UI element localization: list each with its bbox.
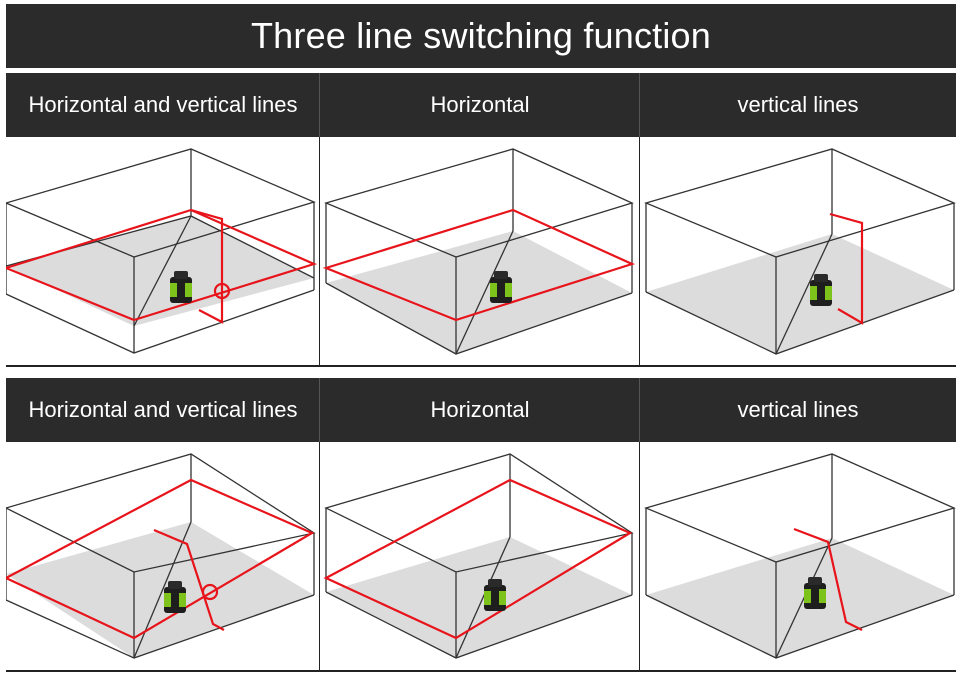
- panel-row-2: Horizontal and vertical lines Horizontal…: [6, 378, 956, 672]
- room-illustration-vertical: [640, 442, 956, 670]
- laser-level-device-icon: [164, 581, 186, 613]
- header-divider: [319, 378, 320, 442]
- cell-header-horizontal: Horizontal: [430, 397, 530, 422]
- header-divider: [639, 73, 640, 137]
- cell-header-horizontal: Horizontal: [430, 92, 530, 117]
- laser-level-device-icon: [810, 274, 832, 306]
- page-title: Three line switching function: [6, 4, 956, 68]
- laser-level-device-icon: [484, 579, 506, 611]
- laser-level-device-icon: [490, 271, 512, 303]
- header-divider: [319, 73, 320, 137]
- room-illustration-horizontal-and-vertical: [6, 137, 320, 365]
- header-band: [6, 73, 956, 137]
- room-illustration-horizontal: [320, 442, 640, 670]
- cell-header-horizontal-and-vertical: Horizontal and vertical lines: [28, 397, 298, 422]
- cell-divider: [639, 137, 640, 365]
- header-divider: [639, 378, 640, 442]
- cell-divider: [319, 442, 320, 670]
- laser-level-device-icon: [804, 577, 826, 609]
- cell-divider: [639, 442, 640, 670]
- panel-row-1: Horizontal and vertical lines Horizontal…: [6, 73, 956, 367]
- cell-header-horizontal-and-vertical: Horizontal and vertical lines: [28, 92, 298, 117]
- cell-header-vertical: vertical lines: [737, 397, 859, 422]
- header-band: [6, 378, 956, 442]
- room-illustration-vertical: [640, 137, 956, 365]
- room-illustration-horizontal: [320, 137, 640, 365]
- cell-divider: [319, 137, 320, 365]
- cell-header-vertical: vertical lines: [737, 92, 859, 117]
- room-illustration-horizontal-and-vertical: [6, 442, 320, 670]
- laser-level-device-icon: [170, 271, 192, 303]
- row-divider: [6, 365, 956, 367]
- row-divider: [6, 670, 956, 672]
